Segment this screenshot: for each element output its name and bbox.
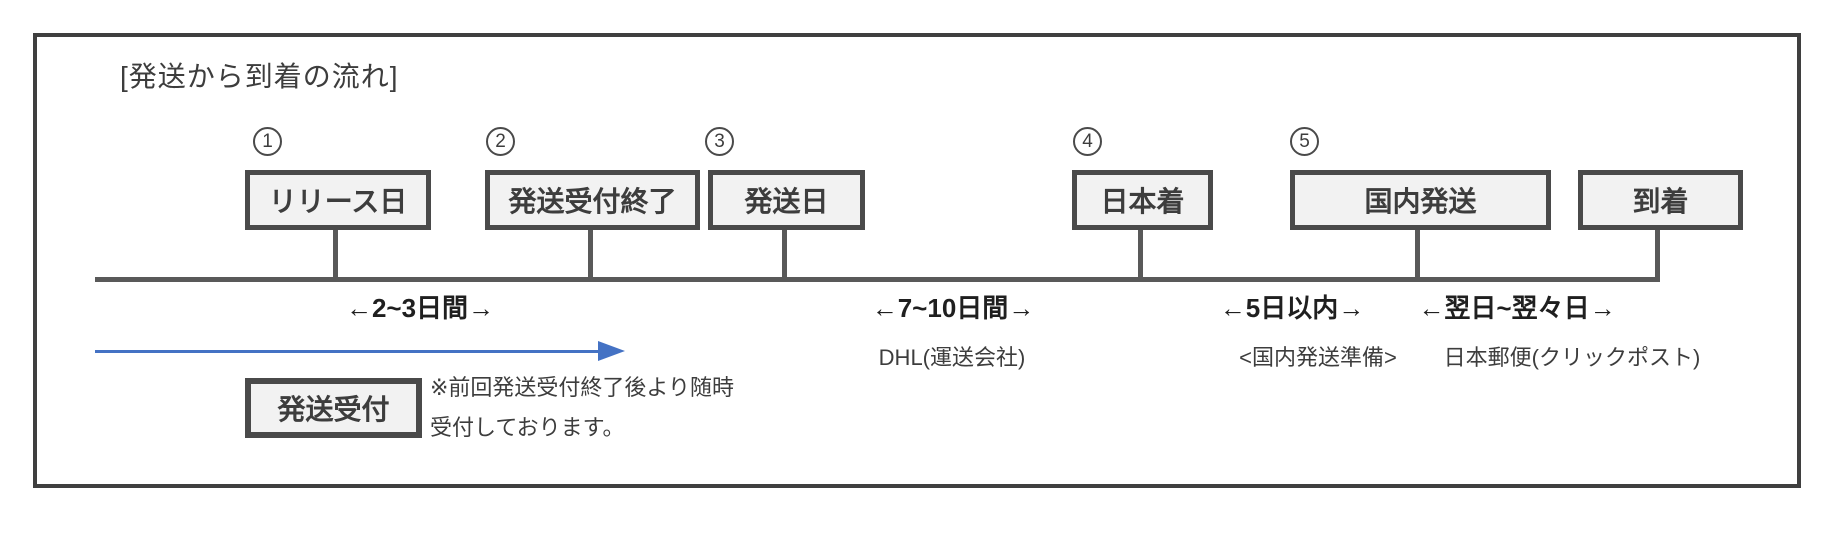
step-number-1-text: 1 — [262, 130, 273, 152]
step-label-domestic-shipping: 国内発送 — [1364, 186, 1477, 217]
interval-label-within-5-days: ←5日以内→ — [1219, 293, 1365, 323]
step-label-arrival: 到着 — [1632, 186, 1689, 217]
acceptance-period-arrow-line — [95, 350, 600, 353]
diagram-title: [発送から到着の流れ] — [120, 61, 399, 92]
step-box-japan-arrival: 日本着 — [1072, 170, 1213, 230]
acceptance-box: 発送受付 — [245, 378, 422, 438]
step-box-shipping-day: 発送日 — [708, 170, 865, 230]
sublabel-dhl-carrier: DHL(運送会社) — [878, 345, 1026, 370]
acceptance-box-label: 発送受付 — [277, 394, 390, 425]
connector-line-6 — [1655, 230, 1660, 281]
step-number-4-text: 4 — [1082, 130, 1093, 152]
step-label-acceptance-end: 発送受付終了 — [508, 186, 677, 217]
step-number-5-text: 5 — [1299, 130, 1310, 152]
step-box-domestic-shipping: 国内発送 — [1290, 170, 1551, 230]
acceptance-note: ※前回発送受付終了後より随時 受付しております。 — [430, 368, 734, 448]
interval-label-2-3-days: ←2~3日間→ — [345, 293, 495, 323]
connector-line-1 — [333, 230, 338, 281]
interval-label-next-day: ←翌日~翌々日→ — [1418, 293, 1616, 323]
connector-line-4 — [1138, 230, 1143, 281]
sublabel-japan-post: 日本郵便(クリックポスト) — [1443, 345, 1701, 370]
step-number-2-text: 2 — [495, 130, 506, 152]
step-number-3-icon: 3 — [705, 127, 734, 156]
step-number-2-icon: 2 — [486, 127, 515, 156]
step-number-5-icon: 5 — [1290, 127, 1319, 156]
step-box-acceptance-end: 発送受付終了 — [485, 170, 700, 230]
step-number-3-text: 3 — [714, 130, 725, 152]
connector-line-5 — [1415, 230, 1420, 281]
step-box-arrival: 到着 — [1578, 170, 1743, 230]
acceptance-period-arrow-head-icon — [598, 341, 625, 361]
step-label-shipping-day: 発送日 — [744, 186, 829, 217]
acceptance-note-line-2: 受付しております。 — [430, 415, 625, 440]
interval-label-7-10-days: ←7~10日間→ — [871, 293, 1035, 323]
step-number-1-icon: 1 — [253, 127, 282, 156]
connector-line-2 — [588, 230, 593, 281]
sublabel-domestic-prep: <国内発送準備> — [1239, 345, 1397, 370]
step-number-4-icon: 4 — [1073, 127, 1102, 156]
acceptance-note-line-1: ※前回発送受付終了後より随時 — [430, 375, 734, 400]
step-label-japan-arrival: 日本着 — [1100, 186, 1185, 217]
timeline-axis — [95, 277, 1660, 282]
step-box-release-day: リリース日 — [245, 170, 431, 230]
step-label-release-day: リリース日 — [268, 186, 408, 217]
connector-line-3 — [782, 230, 787, 281]
